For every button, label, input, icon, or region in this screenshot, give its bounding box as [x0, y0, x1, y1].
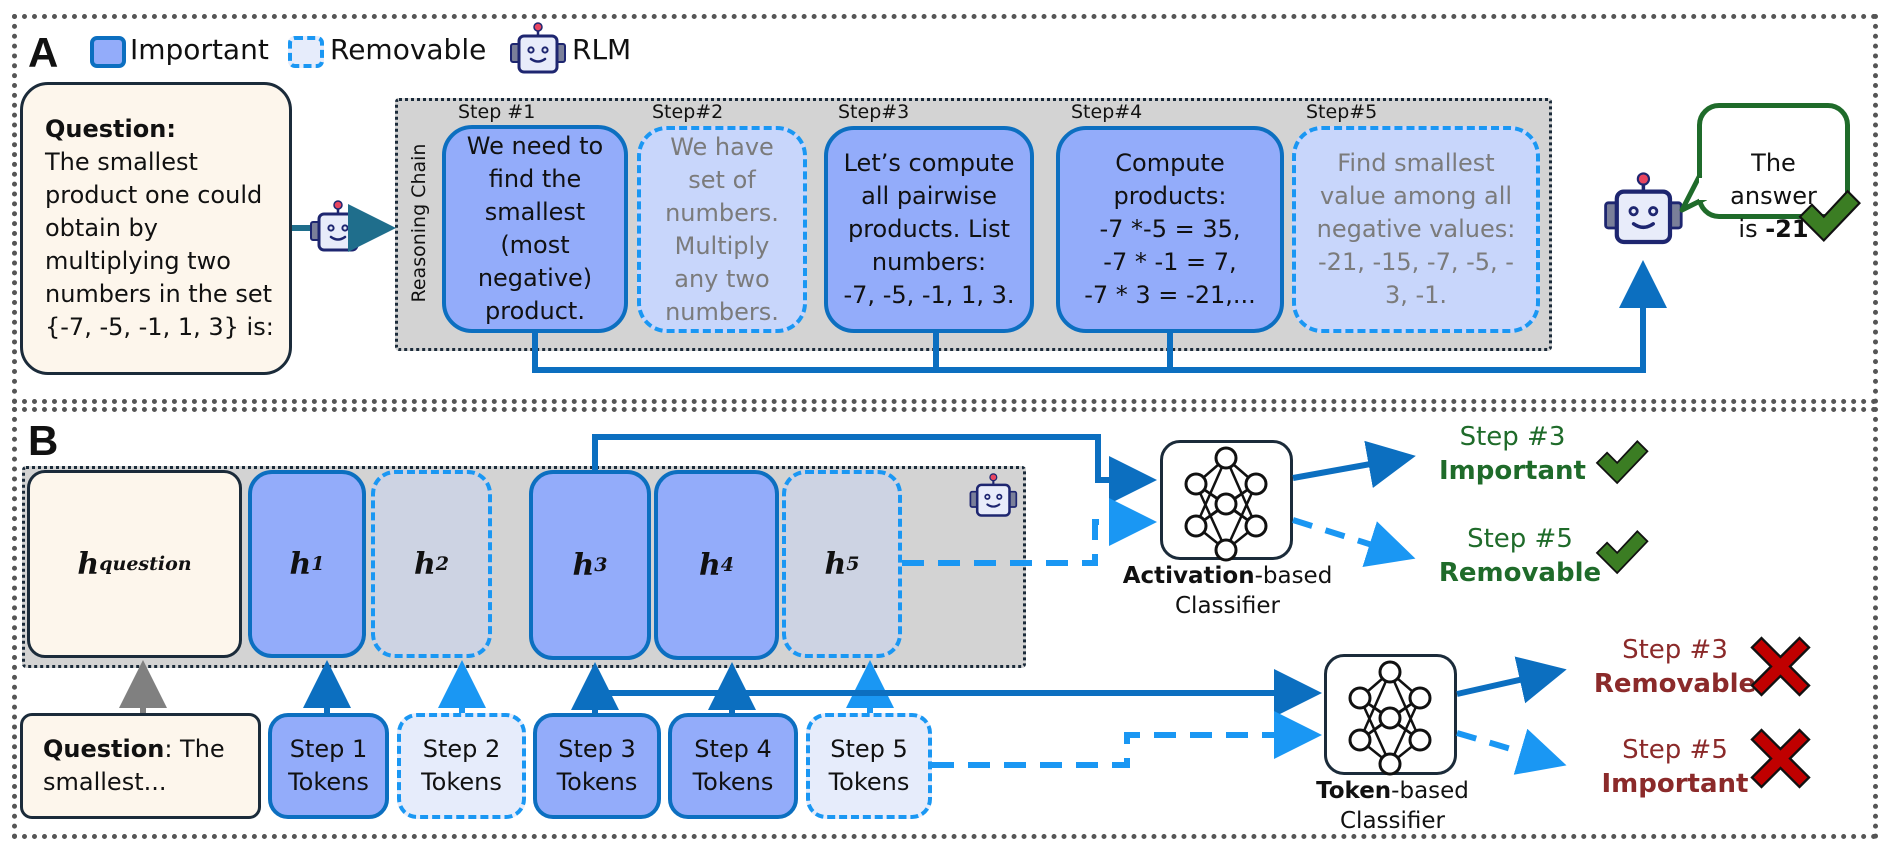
- h-5-sub: 5: [846, 553, 860, 575]
- h-5-base: h: [824, 546, 847, 582]
- legend-removable-swatch: [288, 36, 324, 68]
- activation-output-2-verdict: Removable: [1438, 558, 1602, 588]
- token-output-1-verdict: Removable: [1593, 669, 1757, 699]
- step-5-box: Find smallest value among all negative v…: [1292, 126, 1540, 333]
- activation-output-1-step: Step #3: [1459, 422, 1566, 452]
- h-1-base: h: [289, 546, 312, 582]
- step-5-label: Step#5: [1306, 101, 1378, 123]
- token-label-bold: Token: [1316, 778, 1392, 804]
- legend-removable-label: Removable: [330, 33, 487, 66]
- legend-rlm-label: RLM: [572, 33, 632, 66]
- token-output-1-step: Step #3: [1622, 635, 1728, 665]
- step-4-tokens-box: Step 4 Tokens: [668, 713, 798, 819]
- panel-b-letter: B: [28, 417, 59, 464]
- h-2-base: h: [413, 546, 436, 582]
- answer-bubble: The answer is -21: [1697, 103, 1850, 243]
- panel-a: [12, 14, 1878, 404]
- question-tokens-box: Question: The smallest...: [20, 713, 261, 819]
- answer-value: -21: [1765, 215, 1809, 243]
- activation-label-rest: -based: [1254, 563, 1333, 589]
- panel-b: [12, 407, 1878, 839]
- activation-output-1: Step #3 Important: [1420, 420, 1605, 488]
- step-1-box: We need to find the smallest (most negat…: [442, 125, 628, 333]
- activation-label-line2: Classifier: [1175, 593, 1280, 619]
- token-output-2-verdict: Important: [1601, 769, 1749, 799]
- activation-label-bold: Activation: [1122, 563, 1255, 589]
- step-1-label: Step #1: [458, 101, 536, 123]
- h-3-sub: 3: [594, 554, 608, 576]
- activation-output-2-step: Step #5: [1467, 524, 1573, 554]
- h-2-sub: 2: [435, 553, 450, 575]
- token-label-rest: -based: [1391, 778, 1469, 804]
- step-3-label: Step#3: [838, 101, 910, 123]
- legend-important-label: Important: [130, 33, 269, 66]
- step-3-box: Let’s compute all pairwise products. Lis…: [824, 126, 1034, 333]
- step-2-label: Step#2: [652, 101, 724, 123]
- h-4-base: h: [698, 547, 721, 583]
- activation-output-2: Step #5 Removable: [1425, 522, 1615, 590]
- token-classifier-box: [1324, 654, 1457, 775]
- step-4-label: Step#4: [1071, 101, 1143, 123]
- activation-classifier-label: Activation-based Classifier: [1100, 561, 1355, 621]
- step-2-box: We have set of numbers. Multiply any two…: [637, 126, 807, 333]
- h-question-sub: question: [99, 553, 192, 575]
- step-1-tokens-box: Step 1 Tokens: [268, 713, 389, 819]
- step-4-box: Compute products: -7 *-5 = 35, -7 * -1 =…: [1056, 126, 1284, 333]
- reasoning-chain-label: Reasoning Chain: [408, 143, 430, 303]
- activation-classifier-box: [1160, 440, 1293, 560]
- token-label-line2: Classifier: [1340, 808, 1445, 834]
- token-output-1: Step #3 Removable: [1580, 633, 1770, 701]
- token-classifier-label: Token-based Classifier: [1270, 776, 1515, 836]
- h-4-sub: 4: [720, 554, 735, 576]
- question-box: Question: The smallest product one could…: [20, 82, 292, 375]
- h-question-base: h: [77, 546, 100, 582]
- token-output-2-step: Step #5: [1622, 735, 1728, 765]
- question-heading: Question:: [45, 115, 176, 143]
- panel-a-letter: A: [28, 29, 59, 76]
- step-3-tokens-box: Step 3 Tokens: [533, 713, 661, 819]
- h-1-sub: 1: [311, 553, 325, 575]
- step-2-tokens-box: Step 2 Tokens: [397, 713, 526, 819]
- h-3-base: h: [572, 547, 595, 583]
- activation-output-1-verdict: Important: [1439, 456, 1586, 486]
- question-text: The smallest product one could obtain by…: [45, 148, 274, 341]
- question-tokens-rest: : The smallest...: [43, 735, 225, 796]
- step-5-tokens-box: Step 5 Tokens: [806, 713, 932, 819]
- legend-important-swatch: [90, 36, 126, 68]
- token-output-2: Step #5 Important: [1580, 733, 1770, 801]
- question-tokens-bold: Question: [43, 735, 165, 763]
- robot-icon: [510, 22, 566, 74]
